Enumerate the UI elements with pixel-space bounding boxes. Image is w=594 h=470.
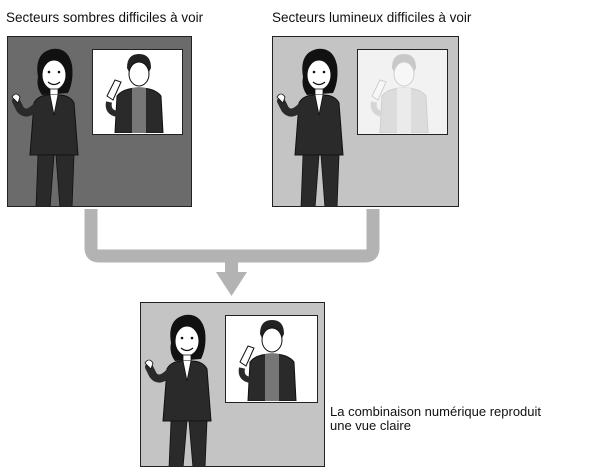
man-figure [238,320,297,401]
woman-figure [11,48,79,206]
result-caption-line1: La combinaison numérique reproduit [330,404,542,419]
bright-panel-inset-photo [357,49,448,135]
dark-areas-title: Secteurs sombres difficiles à voir [6,10,204,25]
result-panel-inset-photo [225,315,318,403]
bright-areas-panel [272,36,459,207]
woman-figure [276,48,344,206]
dark-areas-panel [7,36,192,207]
dark-panel-inset-photo [92,49,183,135]
result-caption-line2: une vue claire [330,418,411,433]
combined-result-panel [140,302,325,467]
man-figure [105,54,164,133]
bright-areas-title: Secteurs lumineux difficiles à voir [272,10,472,25]
man-figure [370,54,429,133]
woman-figure [144,314,212,466]
